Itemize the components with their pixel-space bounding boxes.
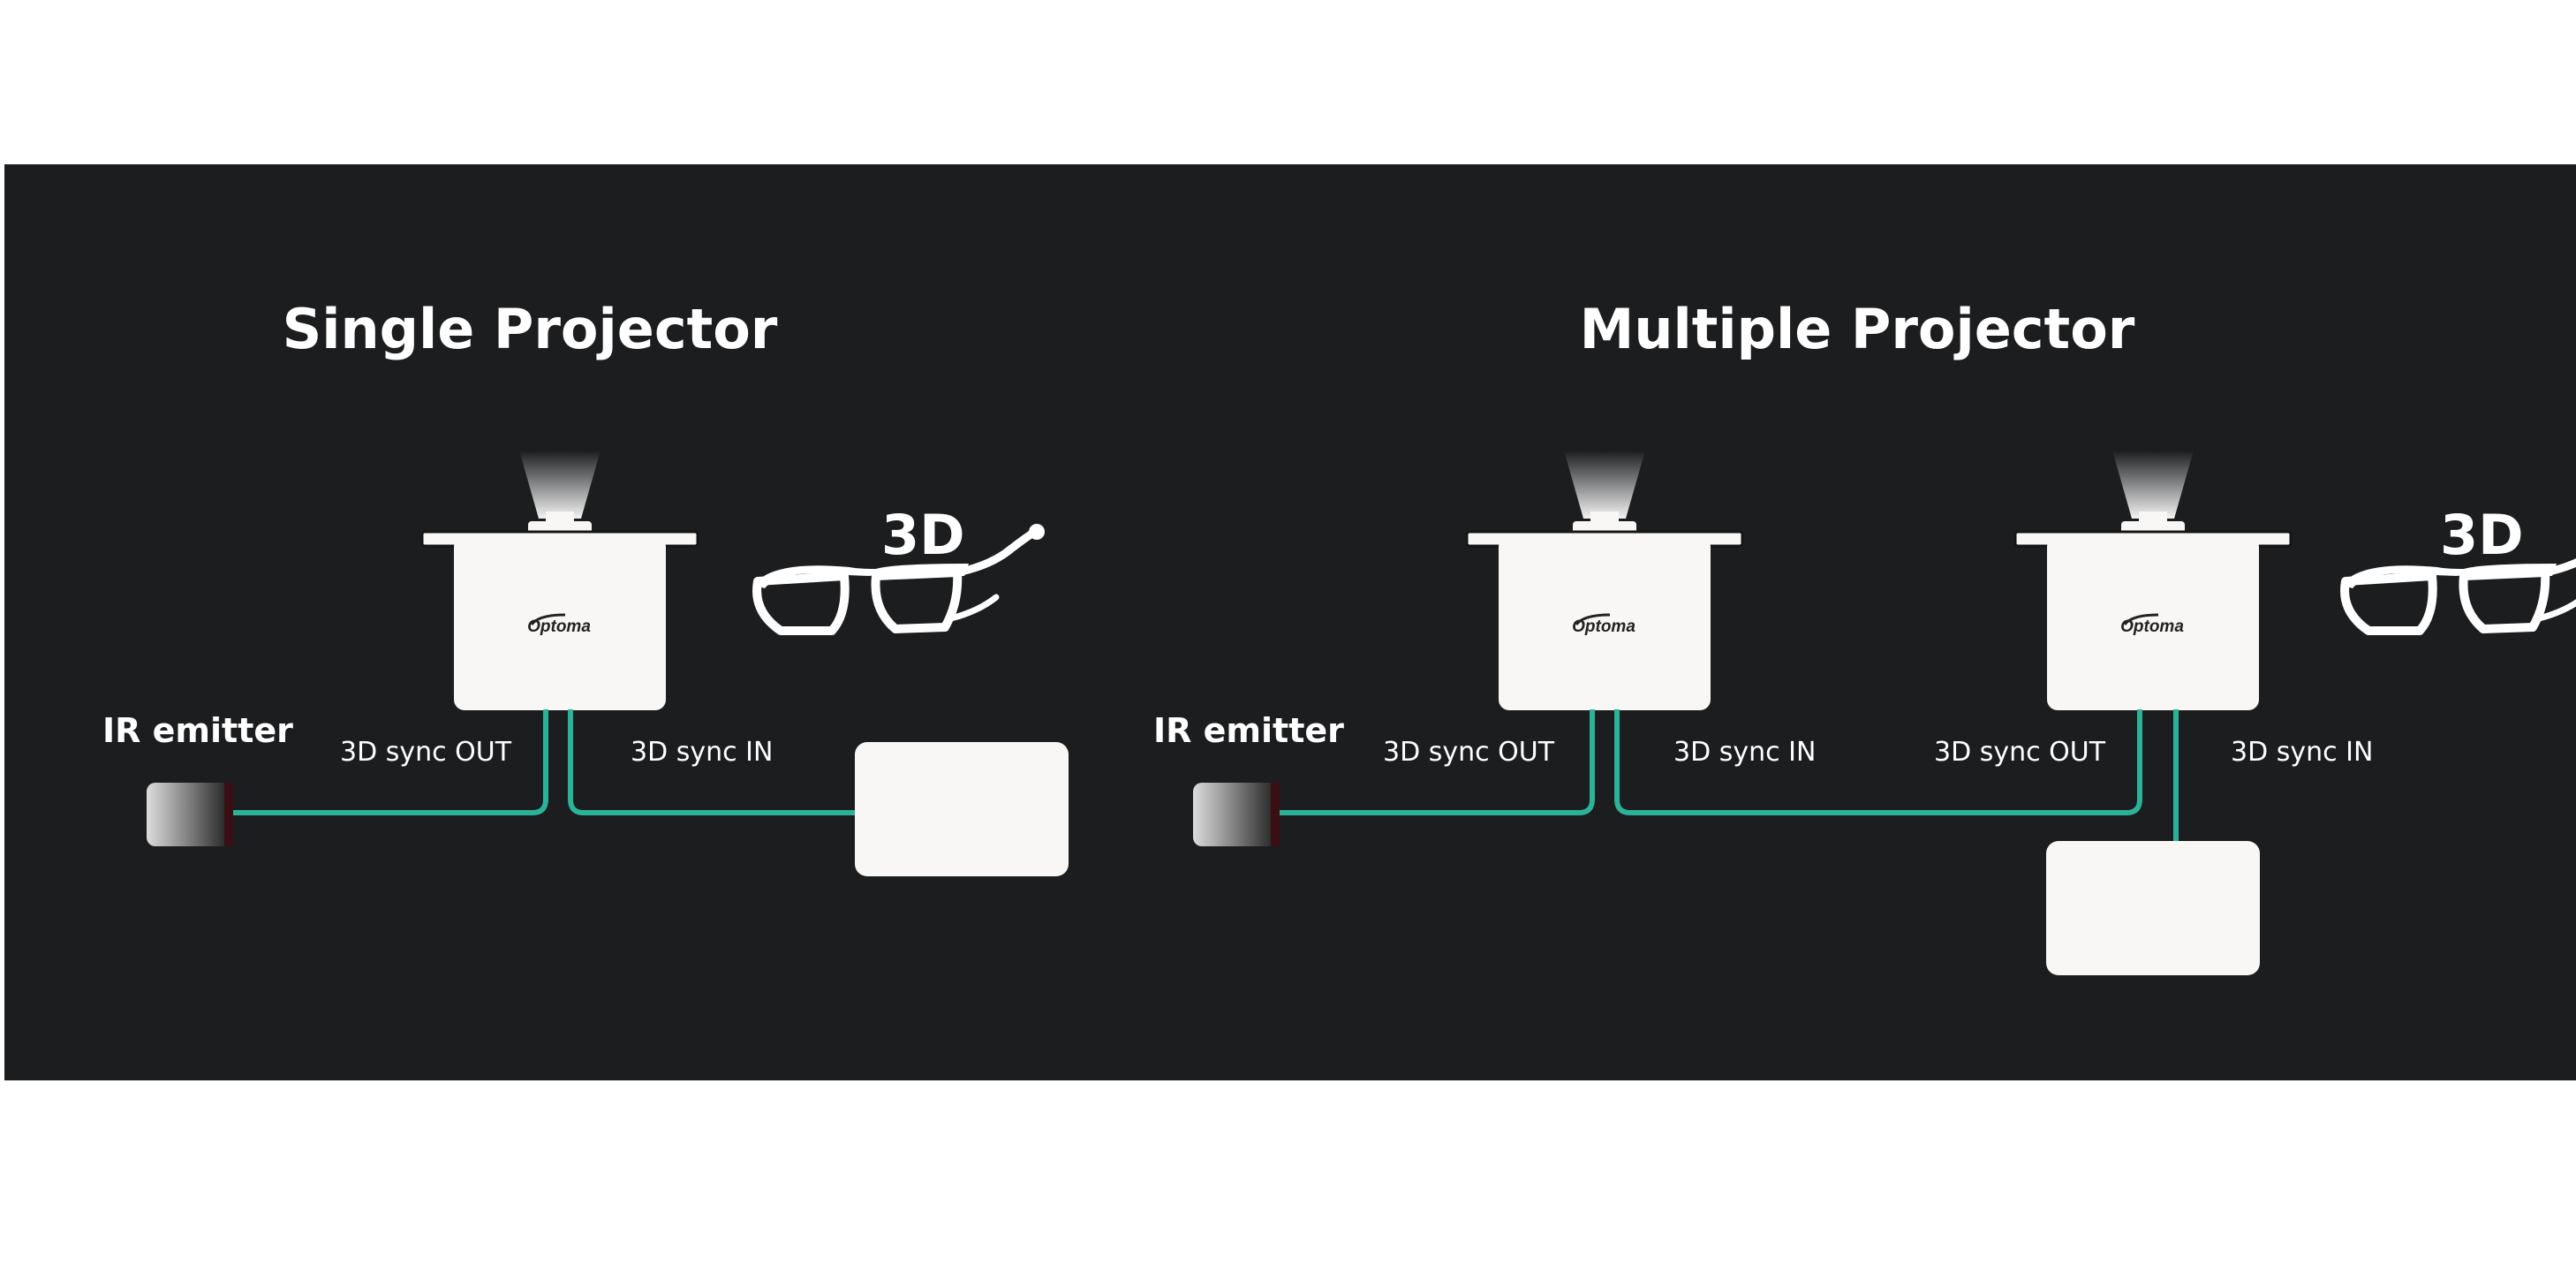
multiple-3d-glasses-icon: 3D: [2342, 503, 2576, 631]
multiple-ir-emitter-icon: [1193, 783, 1280, 846]
single-ir-emitter-label: IR emitter: [102, 711, 293, 750]
multiple-sync-out-1-label: 3D sync OUT: [1383, 737, 1555, 768]
multiple-3d-source-device: [2046, 841, 2260, 975]
multiple-ir-emitter-label: IR emitter: [1153, 711, 1344, 750]
multiple-sync-in-2-label: 3D sync IN: [2231, 737, 2373, 768]
multiple-link-cable: [1614, 709, 2142, 815]
single-3d-source-device: [855, 742, 1069, 876]
multiple-projector-1-brand-label: Optoma: [1572, 617, 1635, 636]
single-projector: Optoma: [420, 449, 699, 712]
single-sync-out-label: 3D sync OUT: [340, 737, 512, 768]
multiple-projector-2: Optoma: [2013, 449, 2293, 712]
single-3d-glasses-label: 3D: [881, 503, 965, 567]
multiple-projector-1: Optoma: [1465, 449, 1744, 712]
single-sync-in-cable: [568, 709, 857, 815]
single-sync-out-cable: [228, 709, 548, 815]
multiple-3d-glasses-label: 3D: [2440, 503, 2524, 567]
single-3d-glasses-icon: 3D: [754, 503, 1045, 631]
single-sync-in-label: 3D sync IN: [631, 737, 773, 768]
multiple-projector-title: Multiple Projector: [1580, 297, 2135, 361]
single-ir-emitter-icon: [147, 783, 233, 846]
multiple-projector-2-brand-label: Optoma: [2120, 617, 2184, 636]
single-projector-title: Single Projector: [283, 297, 778, 361]
single-projector-brand-label: Optoma: [527, 617, 591, 636]
multiple-sync-in-1-label: 3D sync IN: [1673, 737, 1816, 768]
multiple-sync-out-2-label: 3D sync OUT: [1934, 737, 2106, 768]
multiple-sync-out-1-cable: [1272, 709, 1595, 815]
